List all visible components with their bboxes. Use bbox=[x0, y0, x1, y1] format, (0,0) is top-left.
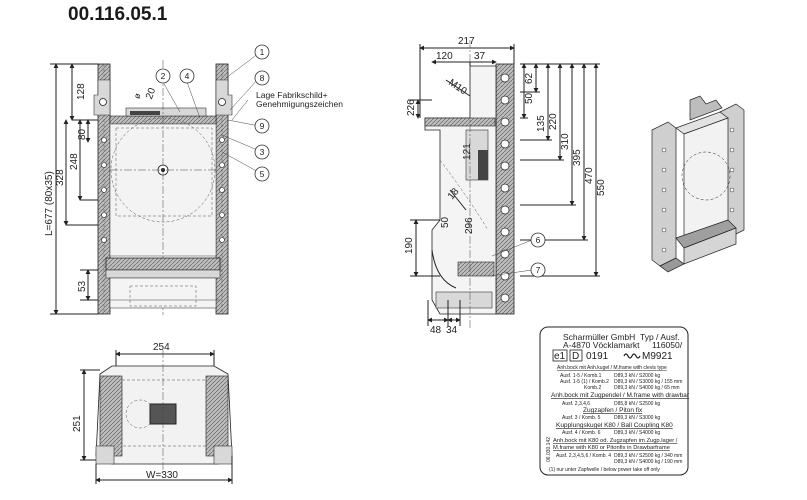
plate-row-text: Ausf. 3 / Komb. 5 bbox=[562, 415, 601, 421]
dim-80: 80 bbox=[77, 128, 88, 140]
dim-48: 48 bbox=[430, 325, 442, 336]
plate-address: A-4870 Vöcklamarkt bbox=[563, 340, 640, 350]
front-view: 128 80 248 328 L=677 (80x35) 53 20 ø bbox=[44, 44, 343, 315]
dim-50-top: 50 bbox=[524, 92, 535, 104]
callout-7: 7 bbox=[536, 265, 541, 275]
plate-row-value: D89,3 kN / S2500 kg / 340 mm bbox=[614, 453, 682, 459]
dim-34: 34 bbox=[446, 325, 458, 336]
plate-row-value: D89,3 kN / S4000 kg bbox=[614, 430, 660, 436]
plate-row-value: D89,3 kN / S4000 kg / 190 mm bbox=[614, 459, 682, 465]
dim-254: 254 bbox=[153, 342, 170, 353]
dim-121: 121 bbox=[462, 143, 473, 160]
isometric-view bbox=[651, 95, 745, 273]
callout-2: 2 bbox=[161, 71, 166, 81]
plate-approval-number: 0191 bbox=[586, 351, 609, 362]
type-plate: Scharmüller GmbH A-4870 Vöcklamarkt Typ … bbox=[539, 326, 690, 476]
callout-4: 4 bbox=[185, 71, 190, 81]
plate-row-text: Anh.bock mit Anh.kugel / M.frame with cl… bbox=[557, 365, 667, 371]
drawing-number: 00.116.05.1 bbox=[68, 4, 168, 25]
plate-footer: (1) nur unter Zapfwelle / below power ta… bbox=[549, 467, 660, 473]
dim-53: 53 bbox=[77, 280, 88, 292]
dim-310: 310 bbox=[560, 133, 571, 150]
callout-5: 5 bbox=[260, 169, 265, 179]
plate-side-code: 06.030.142 bbox=[546, 437, 552, 462]
dim-251: 251 bbox=[72, 415, 83, 432]
callout-6: 6 bbox=[536, 235, 541, 245]
callout-3: 3 bbox=[260, 147, 265, 157]
dim-190: 190 bbox=[404, 237, 415, 254]
thread-m10: M10 bbox=[446, 77, 469, 97]
callout-8: 8 bbox=[260, 73, 265, 83]
side-view: 217 120 37 226 M10 50 62 135 220 310 395… bbox=[404, 36, 607, 336]
plate-row-value: D89,3 kN / S2000 kg bbox=[614, 373, 660, 379]
dim-135: 135 bbox=[536, 115, 547, 132]
dim-50-low: 50 bbox=[440, 216, 451, 228]
callout-1: 1 bbox=[260, 47, 265, 57]
plate-row-text: M.frame with K80 or Pitonfix in Drawbarf… bbox=[553, 445, 670, 451]
plate-e1-mark: e1 bbox=[554, 351, 566, 362]
plate-serial: M9921 bbox=[642, 351, 673, 362]
dim-470: 470 bbox=[584, 167, 595, 184]
dim-226: 226 bbox=[406, 99, 417, 116]
dim-328: 328 bbox=[55, 169, 66, 186]
plate-typ-value: 116050/ bbox=[652, 340, 683, 350]
wave-icon bbox=[623, 353, 641, 359]
plate-row-text: Ausf. 1-5 (1) / Komb.2 bbox=[560, 379, 609, 385]
plate-row-value: D89,3 kN / S3000 kg bbox=[614, 415, 660, 421]
plate-typ-label: Typ / Ausf. bbox=[640, 332, 680, 342]
plate-location-label-1: Lage Fabrikschild+ bbox=[256, 90, 328, 100]
dim-62: 62 bbox=[524, 72, 535, 84]
plate-row-value: D89,3 kN / S4000 kg / 65 mm bbox=[614, 385, 680, 391]
plate-row-text: Ausf. 2,3,4,5,6 / Komb. 4 bbox=[556, 453, 611, 459]
dim-l677: L=677 (80x35) bbox=[44, 171, 55, 236]
plate-row-text: Anh.bock mit K80 od. Zugzapfen im Zugp.l… bbox=[553, 438, 678, 444]
dim-296: 296 bbox=[464, 217, 475, 234]
plate-rows: Anh.bock mit Anh.kugel / M.frame with cl… bbox=[549, 365, 690, 473]
svg-text:ø: ø bbox=[131, 92, 142, 100]
dim-550: 550 bbox=[596, 179, 607, 196]
dim-248: 248 bbox=[69, 153, 80, 170]
callout-9: 9 bbox=[260, 121, 265, 131]
dim-128: 128 bbox=[76, 83, 87, 100]
dim-220: 220 bbox=[548, 113, 559, 130]
plate-row-value: D85,8 kN / S2500 kg bbox=[614, 401, 660, 407]
dim-diam-20: 20 bbox=[144, 86, 158, 101]
plate-row-text: Kupplungskugel K80 / Ball Coupling K80 bbox=[556, 422, 673, 429]
dim-w330: W=330 bbox=[146, 470, 178, 481]
plate-d-mark: D bbox=[572, 351, 579, 362]
plate-company: Scharmüller GmbH bbox=[563, 332, 635, 342]
dim-37: 37 bbox=[474, 51, 486, 62]
dim-217: 217 bbox=[458, 36, 475, 47]
dim-120: 120 bbox=[436, 51, 453, 62]
plate-location-label-2: Genehmigungszeichen bbox=[256, 99, 343, 109]
plate-row-text: Ausf. 4 / Komb. 6 bbox=[562, 430, 601, 436]
plate-row-value: D89,3 kN / S3000 kg / 155 mm bbox=[614, 379, 682, 385]
plate-row-text: Komb.2 bbox=[584, 385, 601, 391]
dim-395: 395 bbox=[572, 149, 583, 166]
plate-row-text: Ausf. 2,3,4,6 bbox=[562, 401, 590, 407]
plate-row-text: Ausf. 1-5 / Komb.1 bbox=[560, 373, 602, 379]
bottom-view: 254 251 W=330 bbox=[72, 342, 233, 484]
plate-row-text: Anh.bock mit Zugpendel / M.frame with dr… bbox=[551, 392, 690, 399]
plate-row-text: Zugzapfen / Piton fix bbox=[583, 407, 643, 414]
